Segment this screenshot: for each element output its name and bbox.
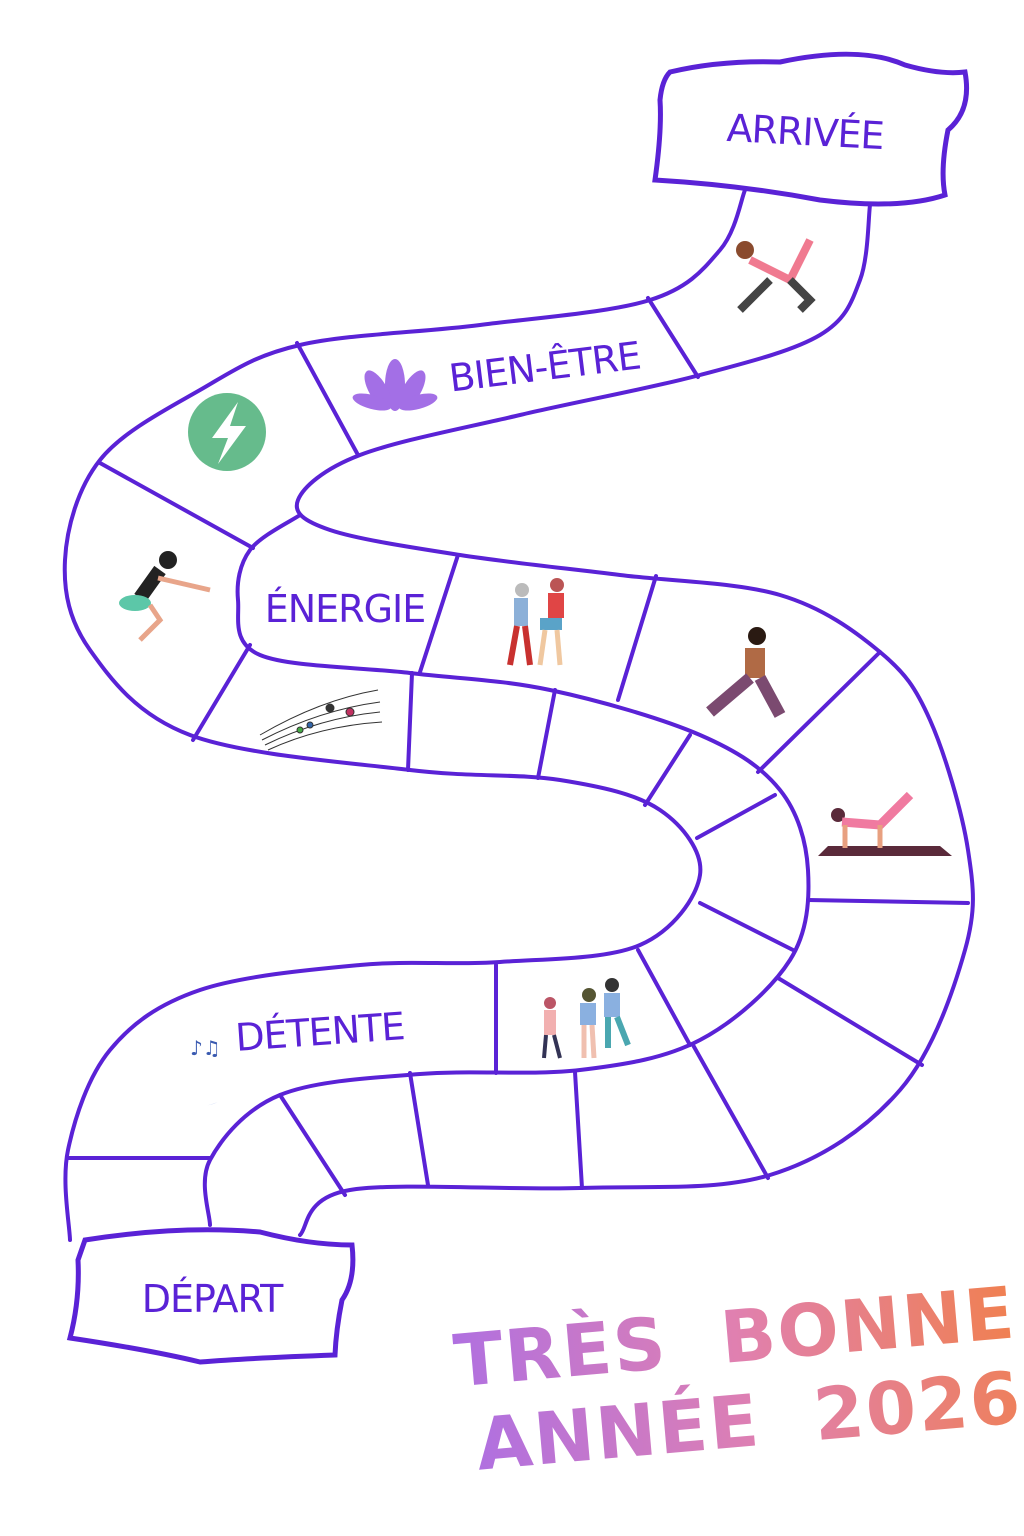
board-track bbox=[62, 188, 975, 1242]
board-cell-divider bbox=[636, 948, 692, 1047]
board-cell-divider bbox=[406, 671, 414, 772]
finish-label: ARRIVÉE bbox=[726, 106, 885, 158]
new-year-greeting: TRÈS BONNE ANNÉE 2026! bbox=[451, 1270, 1024, 1486]
dancing-group-icon bbox=[542, 978, 631, 1059]
board-cell-divider bbox=[191, 643, 252, 742]
lightning-icon bbox=[188, 393, 266, 471]
board-cell-divider bbox=[418, 553, 460, 674]
board-cell-divider bbox=[616, 574, 658, 702]
board-cell-divider bbox=[573, 1070, 584, 1190]
board-cell-divider bbox=[278, 1093, 347, 1197]
board-cell-divider bbox=[695, 793, 777, 840]
zone-label-relaxation: DÉTENTE bbox=[234, 1004, 406, 1060]
music-notes-icon: ♪♫ bbox=[190, 689, 383, 1060]
squat-figure-icon bbox=[119, 551, 211, 642]
board-cell-divider bbox=[643, 733, 692, 807]
board-cell-divider bbox=[408, 1071, 430, 1187]
zone-label-wellbeing: BIEN-ÊTRE bbox=[447, 333, 643, 400]
lotus-icon bbox=[352, 359, 438, 411]
board-cell-divider bbox=[295, 341, 360, 457]
finish-sign: ARRIVÉE bbox=[652, 51, 970, 207]
yoga-figure-icon bbox=[736, 238, 816, 313]
board-cell-divider bbox=[756, 650, 882, 774]
board-cell-divider bbox=[776, 976, 924, 1067]
board-cell-divider bbox=[806, 898, 970, 905]
board-cell-divider bbox=[536, 688, 557, 780]
board-cell-divider bbox=[691, 1043, 770, 1180]
track-edge bbox=[202, 513, 811, 1227]
track-edge bbox=[294, 203, 975, 1237]
start-label: DÉPART bbox=[142, 1277, 284, 1321]
lunge-figure-icon bbox=[706, 627, 786, 718]
board-cell-divider bbox=[698, 901, 795, 952]
board-cell-divider bbox=[646, 296, 700, 379]
mat-exercise-icon bbox=[818, 791, 952, 856]
track-edge bbox=[62, 188, 747, 1242]
zone-label-energy: ÉNERGIE bbox=[265, 587, 426, 631]
board-cell-divider bbox=[98, 461, 255, 550]
stretching-people-icon bbox=[507, 578, 564, 666]
svg-text:♪♫: ♪♫ bbox=[190, 1036, 221, 1060]
start-sign: DÉPART bbox=[66, 1227, 356, 1365]
